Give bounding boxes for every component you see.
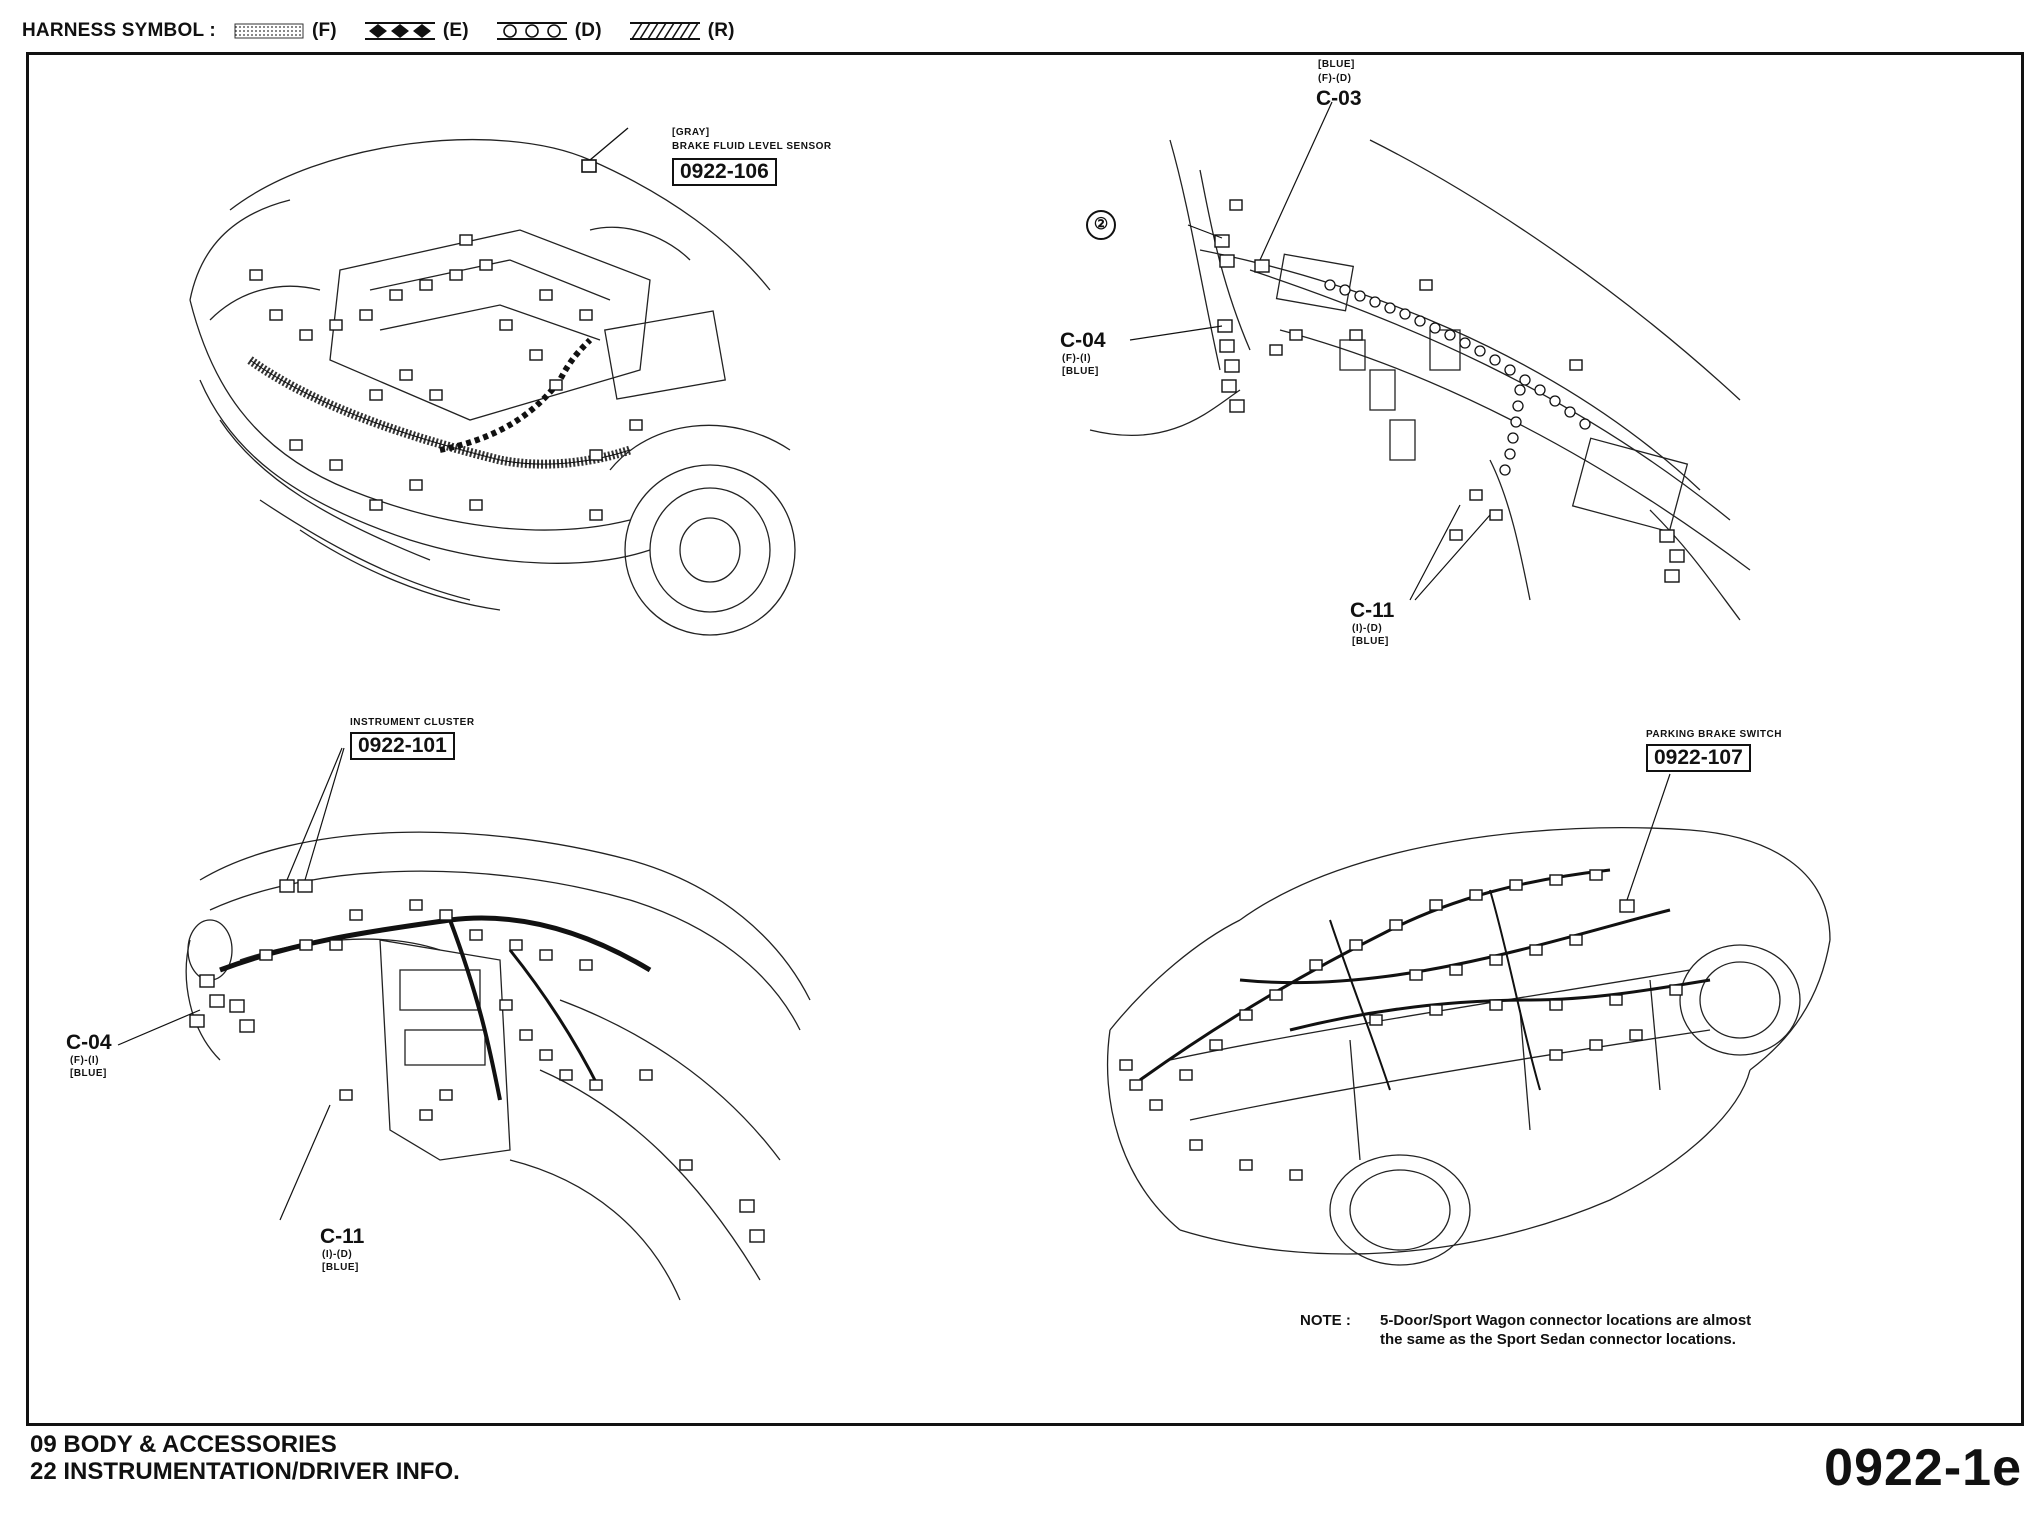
hatched-harness-symbol: [629, 22, 700, 40]
dashboard-c11-harness: (I)-(D): [322, 1249, 353, 1260]
diamond-harness-symbol: [364, 22, 435, 40]
instrument-cluster-name: INSTRUMENT CLUSTER: [350, 717, 475, 728]
interior-c11-id[interactable]: C-11: [1350, 599, 1395, 622]
section-footer: 09 BODY & ACCESSORIES 22 INSTRUMENTATION…: [30, 1431, 460, 1486]
dashboard-c11-id[interactable]: C-11: [320, 1225, 365, 1248]
dashboard-c04-id[interactable]: C-04: [66, 1031, 112, 1054]
c03-harness: (F)-(D): [1318, 73, 1352, 84]
interior-c11-harness: (I)-(D): [1352, 623, 1383, 634]
interior-cowl-drawing: [1089, 101, 1751, 621]
note-line-1: 5-Door/Sport Wagon connector locations a…: [1380, 1312, 1752, 1329]
c03-color: [BLUE]: [1318, 59, 1355, 70]
page-code: 0922-1e: [1824, 1439, 2022, 1497]
legend-code-r: (R): [707, 20, 735, 41]
parking-brake-switch-code[interactable]: 0922-107: [1646, 744, 1751, 773]
dashboard-drawing: [117, 747, 811, 1301]
engine-compartment-drawing: [189, 127, 796, 636]
footer-section-line-2: 22 INSTRUMENTATION/DRIVER INFO.: [30, 1457, 460, 1485]
legend-code-e: (E): [442, 20, 469, 41]
interior-c04-color: [BLUE]: [1062, 366, 1099, 377]
dotted-harness-symbol: [234, 23, 304, 39]
brake-fluid-sensor-color: [GRAY]: [672, 127, 710, 138]
interior-c11-color: [BLUE]: [1352, 636, 1389, 647]
legend-code-f: (F): [311, 20, 337, 41]
interior-c04-harness: (F)-(I): [1062, 353, 1092, 364]
legend-code-d: (D): [574, 20, 602, 41]
dashboard-c11-color: [BLUE]: [322, 1262, 359, 1273]
circle-harness-symbol: [496, 22, 567, 40]
dashboard-c04-harness: (F)-(I): [70, 1055, 100, 1066]
footer-section-line-1: 09 BODY & ACCESSORIES: [30, 1431, 337, 1458]
parking-brake-switch-name: PARKING BRAKE SWITCH: [1646, 729, 1782, 740]
legend-title: HARNESS SYMBOL :: [22, 20, 216, 41]
instrument-cluster-code[interactable]: 0922-101: [350, 732, 455, 761]
dashboard-c04-color: [BLUE]: [70, 1068, 107, 1079]
diagram-frame: [26, 52, 2024, 1426]
brake-fluid-sensor-code[interactable]: 0922-106: [672, 158, 777, 187]
note-text: NOTE : 5-Door/Sport Wagon connector locat…: [1300, 1312, 1751, 1350]
callout-2-marker: ②: [1086, 210, 1116, 240]
interior-c04-id[interactable]: C-04: [1060, 329, 1106, 352]
body-harness-drawing: [1106, 773, 1831, 1266]
note-line-2: the same as the Sport Sedan connector lo…: [1380, 1330, 1736, 1348]
c03-connector-id[interactable]: C-03: [1316, 87, 1362, 110]
harness-symbol-legend: HARNESS SYMBOL : (F) (E) (D) (R): [22, 14, 745, 48]
brake-fluid-sensor-name: BRAKE FLUID LEVEL SENSOR: [672, 141, 832, 152]
note-prefix: NOTE :: [1300, 1312, 1351, 1329]
